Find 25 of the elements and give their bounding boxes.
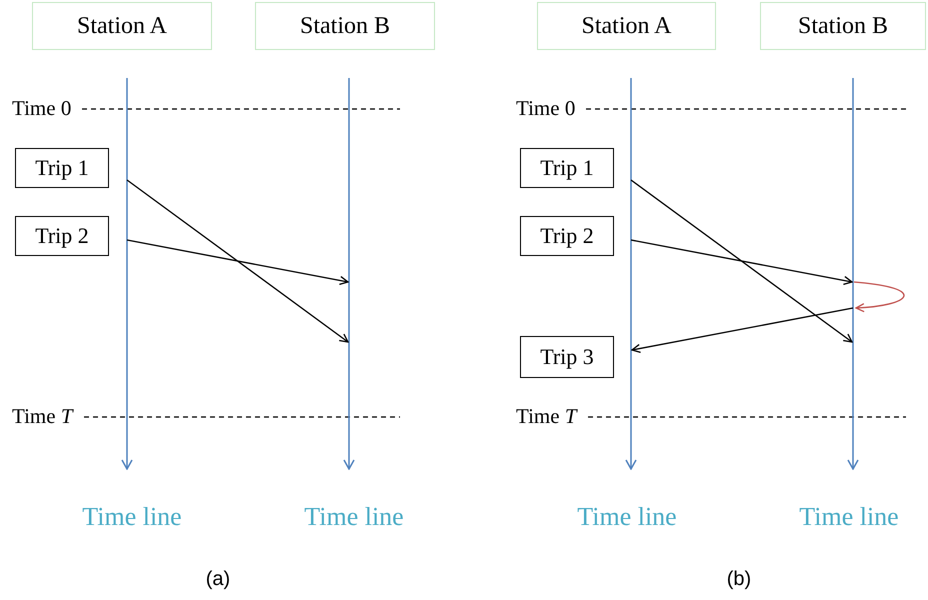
- trip-box: Trip 1: [520, 148, 614, 188]
- timeline-arrow: [343, 78, 355, 470]
- trip-arrow: [630, 239, 853, 286]
- station-box: Station B: [255, 2, 435, 50]
- trip-arrow: [126, 239, 349, 286]
- trip-arrow: [126, 179, 349, 343]
- timeline-label: Time line: [799, 502, 899, 532]
- station-box: Station A: [537, 2, 716, 50]
- panel-caption: (b): [726, 568, 752, 591]
- station-box: Station A: [32, 2, 212, 50]
- trip-box: Trip 2: [520, 216, 614, 256]
- trip-box: Trip 3: [520, 336, 614, 378]
- trip-box: Trip 1: [15, 148, 109, 188]
- timeline-label: Time line: [304, 502, 404, 532]
- station-box: Station B: [760, 2, 926, 50]
- timeline-arrow: [121, 78, 133, 470]
- timeline-label: Time line: [82, 502, 182, 532]
- trip-arrow: [630, 179, 853, 343]
- trip-box: Trip 2: [15, 216, 109, 256]
- timeline-arrow: [625, 78, 637, 470]
- panel-caption: (a): [206, 568, 230, 591]
- timeline-label: Time line: [577, 502, 677, 532]
- loop-arrow: [854, 281, 904, 312]
- trip-arrow: [631, 307, 854, 354]
- timeline-arrow: [847, 78, 859, 470]
